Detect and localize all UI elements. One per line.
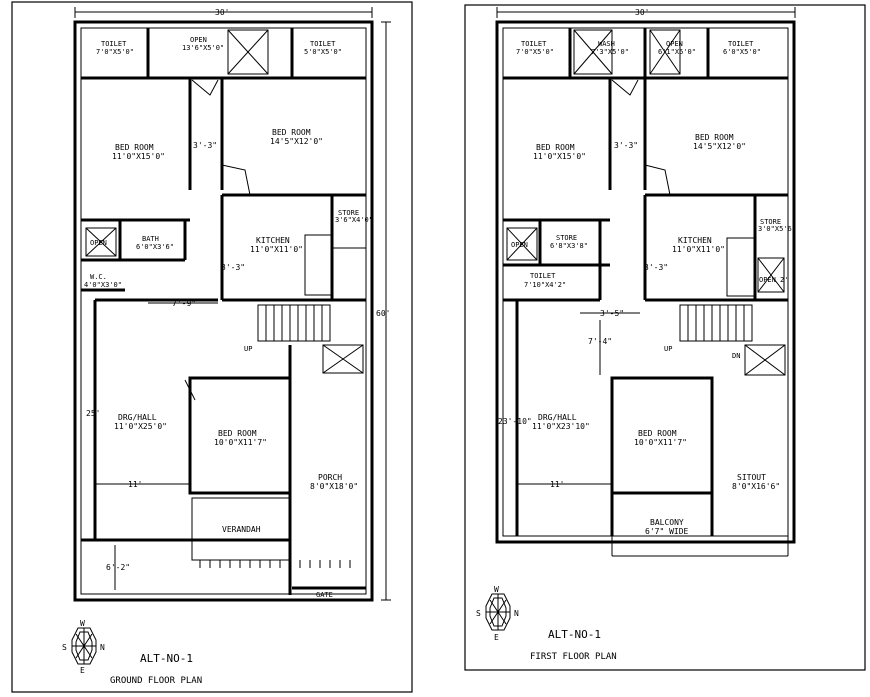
compass-east: E [80,666,85,675]
room-name: TOILET [101,40,127,48]
room-name: BED ROOM [638,429,677,438]
room-name: DRG/HALL [538,413,577,422]
room-size: 11'0"X23'10" [532,422,590,431]
alt-label: ALT-NO-1 [548,628,601,641]
room-size: 11'0"X11'0" [672,245,725,254]
room-size: 7'0"X5'0" [516,48,554,56]
first-floor-plan: 30' [476,7,796,662]
room-name: GATE [316,591,333,599]
room-name: TOILET [530,272,556,280]
dimension-label: 3'-3" [193,141,217,150]
compass-north: N [100,643,105,652]
compass-rose-icon [485,593,511,631]
room-size: 7'3"X5'0" [591,48,629,56]
room-name: STORE [556,234,577,242]
dimension-label: 3'-3" [644,263,668,272]
stair-up-label: UP [664,345,672,353]
compass-west: W [494,585,499,594]
room-name: TOILET [521,40,547,48]
staircase [257,304,331,342]
dimension-label: 6'-2" [106,563,130,572]
dimension-label: 3'-3" [221,263,245,272]
room-name: OPEN [511,241,528,249]
stair-up-label: UP [244,345,252,353]
room-size: 11'0"X15'0" [533,152,586,161]
room-name: BATH [142,235,159,243]
ground-floor-plan: 30' 60' [62,7,391,686]
room-name: BALCONY [650,518,684,527]
outer-wall [495,20,796,544]
dimension-label: 25' [86,409,100,418]
dimension-label: 2' [780,276,788,284]
stair-down-label: DN [732,352,740,360]
room-name: STORE [338,209,359,217]
outer-wall [73,20,374,602]
dimension-label: 3'-5" [600,309,624,318]
room-name: VERANDAH [222,525,261,534]
dimension-label: 7'-9" [172,299,196,308]
room-name: WASH [598,40,615,48]
room-name: TOILET [310,40,336,48]
room-name: DRG/HALL [118,413,157,422]
room-name: BED ROOM [695,133,734,142]
dimension-label: 11' [550,480,564,489]
room-name: KITCHEN [678,236,712,245]
room-name: PORCH [318,473,342,482]
room-name: OPEN [90,239,107,247]
dimension-label: 7'-4" [588,337,612,346]
room-name: OPEN [666,40,683,48]
room-size: 11'0"X11'0" [250,245,303,254]
room-size: 6'0"X3'6" [136,243,174,251]
room-size: 6'0"X5'0" [723,48,761,56]
compass-rose-icon [71,627,97,665]
room-name: BED ROOM [218,429,257,438]
compass-north: N [514,609,519,618]
plan-title: FIRST FLOOR PLAN [530,652,617,662]
top-dimension-label: 30' [635,8,649,17]
compass-south: S [476,609,481,618]
staircase [679,304,753,342]
room-name: STORE [760,218,781,226]
room-size: 4'0"X3'0" [84,281,122,289]
dimension-label: 3'-3" [614,141,638,150]
room-size: 10'0"X11'7" [634,438,687,447]
room-size: 13'6"X5'0" [182,44,224,52]
room-size: 10'0"X11'7" [214,438,267,447]
room-size: 3'0"X5'6" [758,225,796,233]
room-size: 8'0"X16'6" [732,482,780,491]
room-size: 3'6"X4'0" [335,216,373,224]
room-name: SITOUT [737,473,766,482]
room-size: 14'5"X12'0" [270,137,323,146]
room-size: 14'5"X12'0" [693,142,746,151]
dimension-label: 11' [128,480,142,489]
compass-east: E [494,633,499,642]
room-name: TOILET [728,40,754,48]
right-dimension-label: 60' [376,309,390,318]
room-size: 7'0"X5'0" [96,48,134,56]
room-size: 8'0"X18'0" [310,482,358,491]
room-name: OPEN [759,276,776,284]
room-name: W.C. [90,273,107,281]
room-name: BED ROOM [272,128,311,137]
room-size: 6'8"X3'8" [550,242,588,250]
room-size: 11'0"X15'0" [112,152,165,161]
alt-label: ALT-NO-1 [140,652,193,665]
room-name: BED ROOM [536,143,575,152]
first-sheet-frame [464,4,866,671]
room-name: KITCHEN [256,236,290,245]
compass-south: S [62,643,67,652]
room-size: 5'0"X5'0" [304,48,342,56]
room-name: OPEN [190,36,207,44]
ground-sheet-frame [11,1,413,693]
dimension-label: 23'-10" [498,417,532,426]
room-size: 6'7" WIDE [645,527,689,536]
room-size: 7'10"X4'2" [524,281,566,289]
room-size: 6'1"X5'0" [658,48,696,56]
compass-west: W [80,619,85,628]
room-name: BED ROOM [115,143,154,152]
top-dimension-label: 30' [215,8,229,17]
plan-title: GROUND FLOOR PLAN [110,676,202,686]
room-size: 11'0"X25'0" [114,422,167,431]
